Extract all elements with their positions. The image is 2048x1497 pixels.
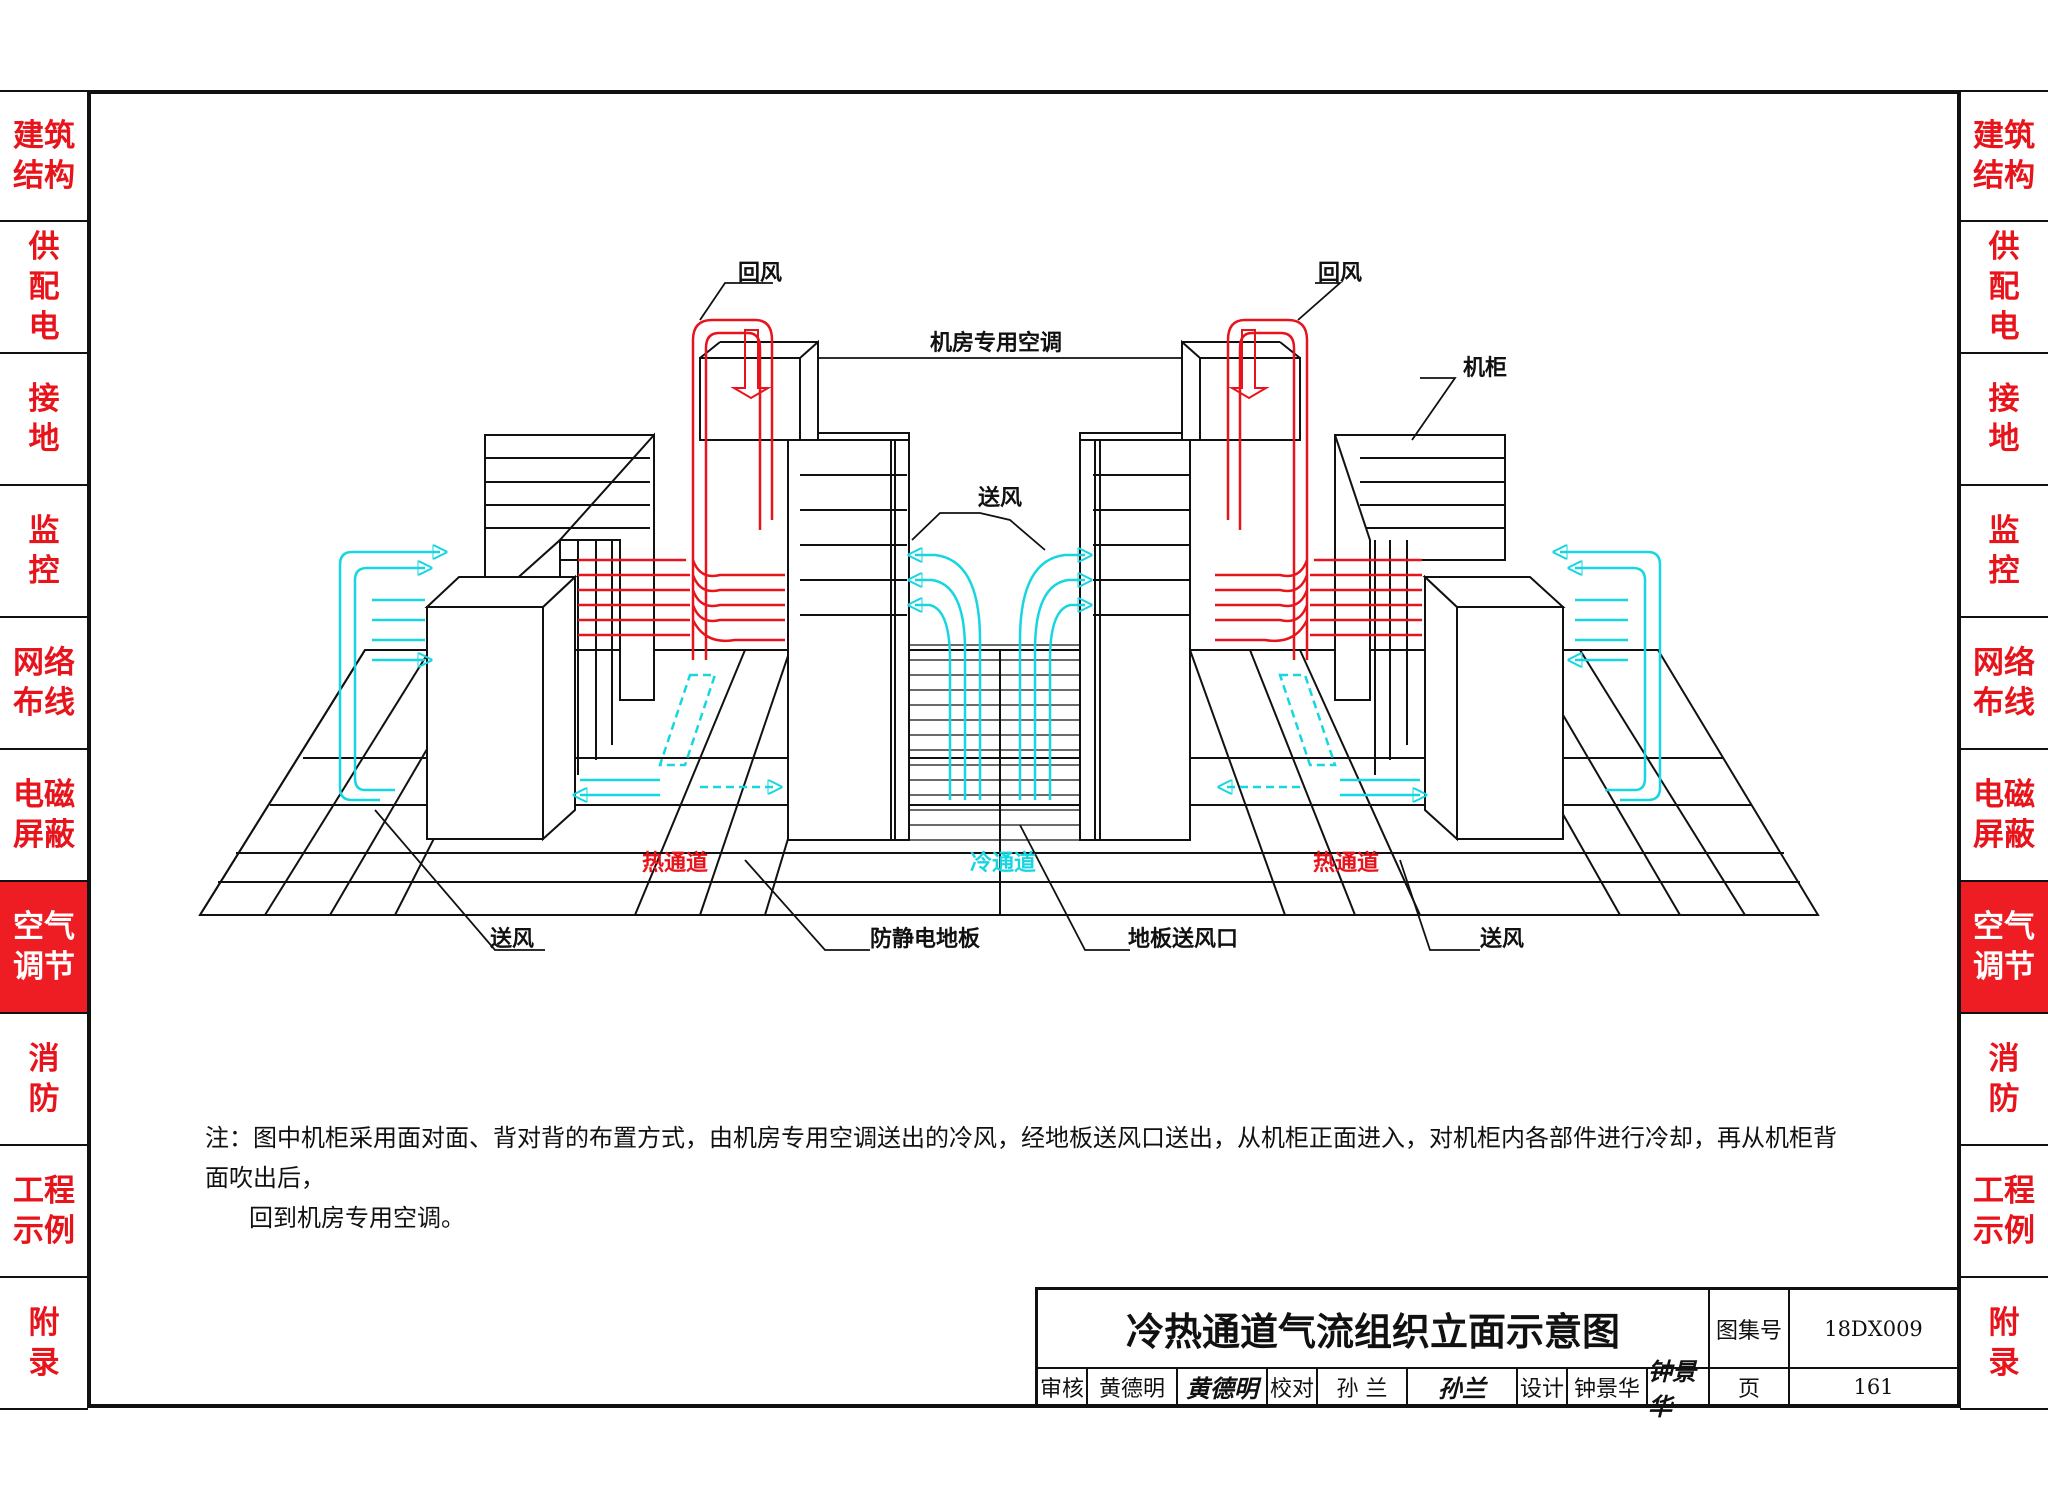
- review-label: 审核: [1038, 1369, 1088, 1406]
- right-tab-5[interactable]: 电磁 屏蔽: [1960, 750, 2048, 882]
- page-number: 161: [1790, 1369, 1959, 1406]
- note-line-1: 注：图中机柜采用面对面、背对背的布置方式，由机房专用空调送出的冷风，经地板送风口…: [205, 1124, 1837, 1192]
- left-tab-7[interactable]: 消 防: [0, 1014, 88, 1146]
- ac-units: [699, 339, 1301, 441]
- leader-lines: [374, 282, 1480, 951]
- drawing-note: 注：图中机柜采用面对面、背对背的布置方式，由机房专用空调送出的冷风，经地板送风口…: [205, 1118, 1845, 1238]
- left-section-tabs: 建筑 结构供 配 电接 地监 控网络 布线电磁 屏蔽空气 调节消 防工程 示例附…: [0, 90, 88, 1410]
- left-tab-9[interactable]: 附 录: [0, 1278, 88, 1410]
- right-tab-0[interactable]: 建筑 结构: [1960, 90, 2048, 222]
- right-tab-2[interactable]: 接 地: [1960, 354, 2048, 486]
- label-supply-air-left: 送风: [490, 926, 534, 952]
- designer-name: 钟景华: [1568, 1369, 1648, 1406]
- right-tab-3[interactable]: 监 控: [1960, 486, 2048, 618]
- left-tab-2[interactable]: 接 地: [0, 354, 88, 486]
- atlas-no: 18DX009: [1790, 1290, 1959, 1369]
- title-block: 冷热通道气流组织立面示意图 图集号 18DX009 审核 黄德明 黄德明 校对 …: [1035, 1287, 1959, 1421]
- right-tab-8[interactable]: 工程 示例: [1960, 1146, 2048, 1278]
- atlas-no-label: 图集号: [1710, 1290, 1790, 1369]
- label-cabinet: 机柜: [1463, 355, 1507, 381]
- left-tab-6[interactable]: 空气 调节: [0, 882, 88, 1014]
- label-return-air-right: 回风: [1318, 261, 1362, 286]
- cold-air-flow: [338, 552, 1662, 800]
- right-tab-4[interactable]: 网络 布线: [1960, 618, 2048, 750]
- reviewer-signature: 黄德明: [1178, 1369, 1268, 1406]
- check-label: 校对: [1268, 1369, 1318, 1406]
- drawing-title: 冷热通道气流组织立面示意图: [1038, 1290, 1710, 1369]
- label-hot-aisle-left: 热通道: [642, 850, 708, 876]
- floor-vent-hatch: [879, 644, 1121, 841]
- label-supply-air-top: 送风: [978, 485, 1022, 511]
- note-line-2: 回到机房专用空调。: [249, 1204, 465, 1232]
- right-section-tabs: 建筑 结构供 配 电接 地监 控网络 布线电磁 屏蔽空气 调节消 防工程 示例附…: [1960, 90, 2048, 1410]
- right-tab-7[interactable]: 消 防: [1960, 1014, 2048, 1146]
- label-cold-aisle: 冷通道: [970, 850, 1036, 876]
- checker-signature: 孙兰: [1408, 1369, 1518, 1406]
- label-antistatic-floor: 防静电地板: [870, 926, 981, 952]
- right-tab-6[interactable]: 空气 调节: [1960, 882, 2048, 1014]
- cabinet-rows: [424, 432, 1566, 842]
- left-tab-4[interactable]: 网络 布线: [0, 618, 88, 750]
- label-hot-aisle-right: 热通道: [1313, 850, 1379, 876]
- right-tab-9[interactable]: 附 录: [1960, 1278, 2048, 1410]
- left-tab-0[interactable]: 建筑 结构: [0, 90, 88, 222]
- label-ac-unit: 机房专用空调: [930, 330, 1062, 356]
- label-supply-air-right: 送风: [1480, 926, 1524, 952]
- label-return-air-left: 回风: [738, 261, 782, 286]
- designer-signature: 钟景华: [1648, 1357, 1710, 1421]
- right-tab-1[interactable]: 供 配 电: [1960, 222, 2048, 354]
- left-tab-5[interactable]: 电磁 屏蔽: [0, 750, 88, 882]
- left-tab-1[interactable]: 供 配 电: [0, 222, 88, 354]
- page-label: 页: [1710, 1369, 1790, 1406]
- drawing-frame: [87, 90, 1961, 1408]
- label-floor-vent: 地板送风口: [1128, 926, 1238, 952]
- hot-air-flow: [578, 318, 1422, 660]
- design-label: 设计: [1518, 1369, 1568, 1406]
- left-tab-3[interactable]: 监 控: [0, 486, 88, 618]
- diagram-labels: 回风 回风 机房专用空调 机柜 送风 热通道 冷通道 热通道 送风 防静电地板 …: [490, 261, 1524, 952]
- checker-name: 孙 兰: [1318, 1369, 1408, 1406]
- reviewer-name: 黄德明: [1088, 1369, 1178, 1406]
- left-tab-8[interactable]: 工程 示例: [0, 1146, 88, 1278]
